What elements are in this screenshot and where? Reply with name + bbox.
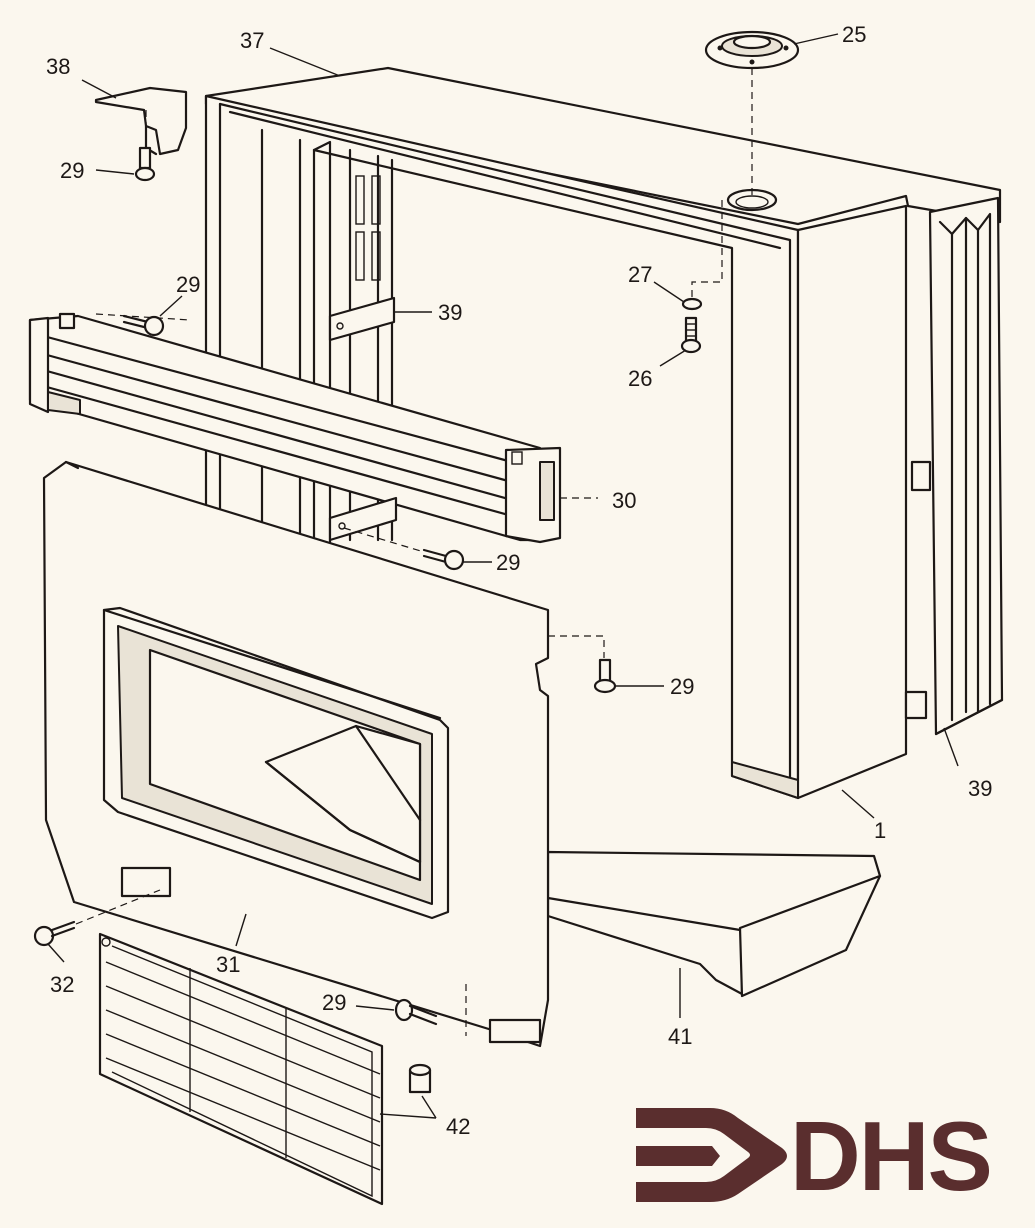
label-29-e: 29 xyxy=(322,990,346,1015)
part-41-base xyxy=(546,850,882,998)
label-26: 26 xyxy=(628,366,652,391)
label-38: 38 xyxy=(46,54,70,79)
label-29-a: 29 xyxy=(60,158,84,183)
part-39-bracket-lower xyxy=(328,496,398,542)
label-42: 42 xyxy=(446,1114,470,1139)
part-42-clip xyxy=(408,1063,432,1094)
part-29-screw-a xyxy=(134,146,156,182)
part-25-flue-collar xyxy=(704,30,800,70)
label-29-c: 29 xyxy=(496,550,520,575)
part-labels: 25 37 38 29 29 39 27 26 30 29 29 39 1 31… xyxy=(46,22,992,1139)
part-31-front-panel xyxy=(42,460,550,1048)
label-41: 41 xyxy=(668,1024,692,1049)
part-29-screw-c xyxy=(422,548,465,571)
part-39-bracket-upper xyxy=(328,296,396,342)
part-38-bracket xyxy=(94,86,188,156)
label-1: 1 xyxy=(874,818,886,843)
label-39-b: 39 xyxy=(968,776,992,801)
label-32: 32 xyxy=(50,972,74,997)
label-29-b: 29 xyxy=(176,272,200,297)
label-31: 31 xyxy=(216,952,240,977)
part-29-screw-e xyxy=(394,998,438,1026)
label-29-d: 29 xyxy=(670,674,694,699)
label-30: 30 xyxy=(612,488,636,513)
leader-lines xyxy=(47,33,959,1119)
part-32-screw xyxy=(33,920,76,947)
part-27-washer xyxy=(681,297,703,311)
dhs-logo: DHS xyxy=(636,1101,993,1211)
part-30-rail xyxy=(28,312,562,544)
part-1-cabinet xyxy=(204,66,1002,800)
part-39-heat-exchanger xyxy=(928,196,1004,736)
label-27: 27 xyxy=(628,262,652,287)
label-37: 37 xyxy=(240,28,264,53)
label-25: 25 xyxy=(842,22,866,47)
part-29-screw-d xyxy=(593,658,617,694)
dhs-logo-arrow-mark xyxy=(636,1108,787,1202)
dhs-logo-text: DHS xyxy=(790,1101,991,1211)
part-29-screw-b xyxy=(122,314,165,337)
part-26-screw xyxy=(680,316,702,354)
label-39-a: 39 xyxy=(438,300,462,325)
part-42-grille xyxy=(98,932,384,1206)
